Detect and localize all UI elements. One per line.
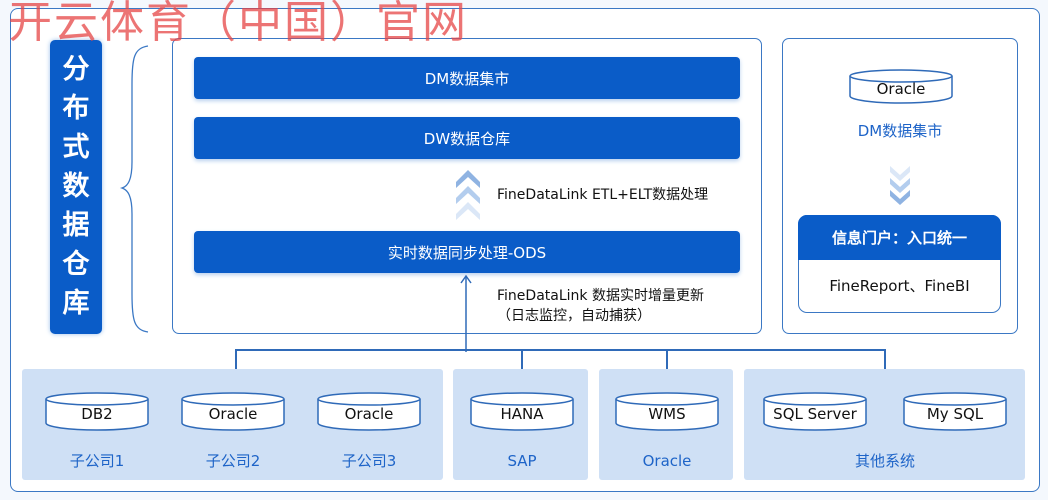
connector-line [235, 349, 885, 351]
database-name: DB2 [81, 405, 113, 423]
database-name: Oracle [208, 405, 258, 423]
dm-label: DM数据集市 [857, 122, 943, 140]
arrow-up-icon [460, 274, 472, 352]
label-char: 库 [62, 288, 90, 319]
dm-bar: DM数据集市 [194, 57, 740, 99]
source-label: 子公司3 [341, 452, 397, 470]
distributed-warehouse-label: 分 布 式 数 据 仓 库 [50, 40, 102, 334]
label-char: 分 [62, 54, 90, 85]
chevron-down-icon [890, 166, 910, 205]
chevron-up-icon [456, 170, 480, 220]
source-label: 子公司1 [69, 452, 125, 470]
portal-products: FineReport、FineBI [829, 277, 970, 295]
database-cylinder: WMS [615, 391, 719, 431]
label-char: 仓 [62, 249, 90, 280]
database-name: Oracle [876, 80, 926, 98]
database-name: HANA [500, 405, 544, 423]
database-cylinder: SQL Server [763, 391, 867, 431]
database-cylinder: Oracle [181, 391, 285, 431]
label-char: 式 [62, 132, 90, 163]
connector-line [666, 349, 668, 369]
database-name: My SQL [926, 405, 984, 423]
database-cylinder: Oracle [849, 68, 953, 108]
database-cylinder: Oracle [317, 391, 421, 431]
database-name: Oracle [344, 405, 394, 423]
label-char: 数 [62, 171, 90, 202]
connector-line [235, 349, 237, 369]
label-char: 布 [62, 93, 90, 124]
source-label: Oracle [642, 452, 692, 470]
source-label: 子公司2 [205, 452, 261, 470]
label-char: 据 [62, 210, 90, 241]
database-name: SQL Server [773, 405, 857, 423]
sync-subtext: （日志监控，自动捕获） [497, 308, 651, 324]
etl-text: FineDataLink ETL+ELT数据处理 [497, 187, 709, 203]
database-name: WMS [648, 405, 686, 423]
database-cylinder: DB2 [45, 391, 149, 431]
connector-line [884, 349, 886, 369]
database-cylinder: HANA [470, 391, 574, 431]
watermark: 开云体育（中国）官网 [8, 0, 468, 48]
source-label: SAP [507, 452, 537, 470]
sync-text: FineDataLink 数据实时增量更新 [497, 288, 704, 304]
database-cylinder: My SQL [903, 391, 1007, 431]
connector-line [521, 349, 523, 369]
ods-bar: 实时数据同步处理-ODS [194, 231, 740, 273]
dw-bar: DW数据仓库 [194, 117, 740, 159]
portal-title: 信息门户：入口统一 [798, 215, 1001, 260]
source-label: 其他系统 [854, 452, 915, 470]
curly-brace-icon [119, 45, 149, 333]
